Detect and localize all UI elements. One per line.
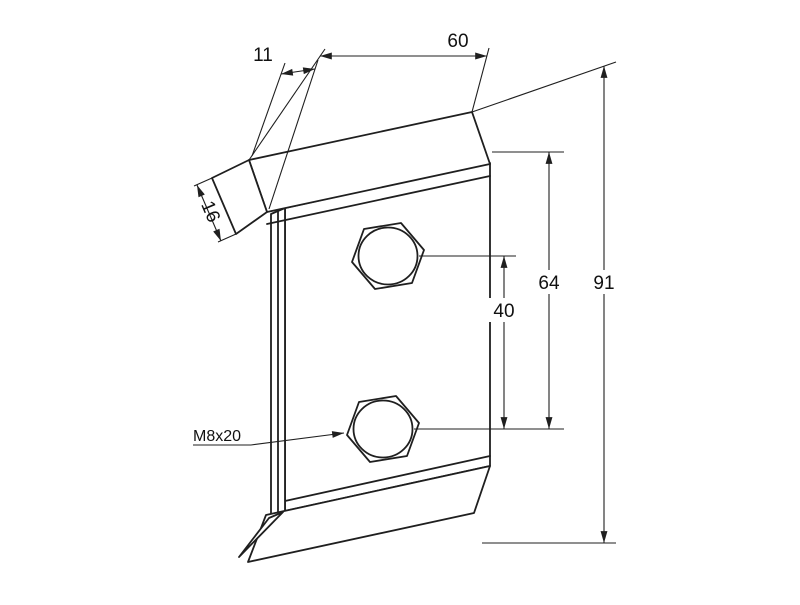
dim11-line <box>280 67 316 76</box>
dim91-extension-top <box>471 61 617 113</box>
dim91-label-background <box>588 270 620 294</box>
dim64-label: 64 <box>538 273 560 294</box>
left-edge <box>270 207 286 518</box>
plate-bottom-fold-line <box>284 455 491 502</box>
bolt-spec-leader-line <box>250 431 345 446</box>
dim16-label: 16 <box>196 198 224 226</box>
dim11-extension-left <box>251 62 286 157</box>
lower-bolt-circle <box>352 399 414 459</box>
dimension-bolt-spacing: 40 <box>414 255 564 430</box>
dim40-label-background <box>488 298 520 322</box>
dim16-line <box>196 184 222 242</box>
bolt-spec-leader: M8x20 <box>193 428 345 446</box>
upper-bolt <box>351 222 425 290</box>
dim60-label: 60 <box>447 31 468 52</box>
top-flange-fold-line <box>266 175 491 225</box>
dim91-label: 91 <box>593 273 614 294</box>
dim64-label-background <box>533 270 565 294</box>
dimension-face-height: 64 <box>492 151 565 429</box>
bottom-left-tip <box>238 511 284 558</box>
dim40-label: 40 <box>493 301 514 322</box>
bottom-flange-face <box>247 465 491 563</box>
dim11-extension-right <box>268 59 319 210</box>
lower-bolt <box>346 395 420 463</box>
dim16-extension-top <box>193 177 213 187</box>
upper-bolt-circle <box>357 226 419 286</box>
dim60-extension-right <box>471 47 490 113</box>
bottom-flange <box>238 465 491 563</box>
bolt-spec-label: M8x20 <box>193 428 241 445</box>
dim11-label: 11 <box>253 45 273 66</box>
dimension-overall-height: 91 <box>471 61 620 544</box>
dimension-top-offset: 11 <box>251 45 319 210</box>
